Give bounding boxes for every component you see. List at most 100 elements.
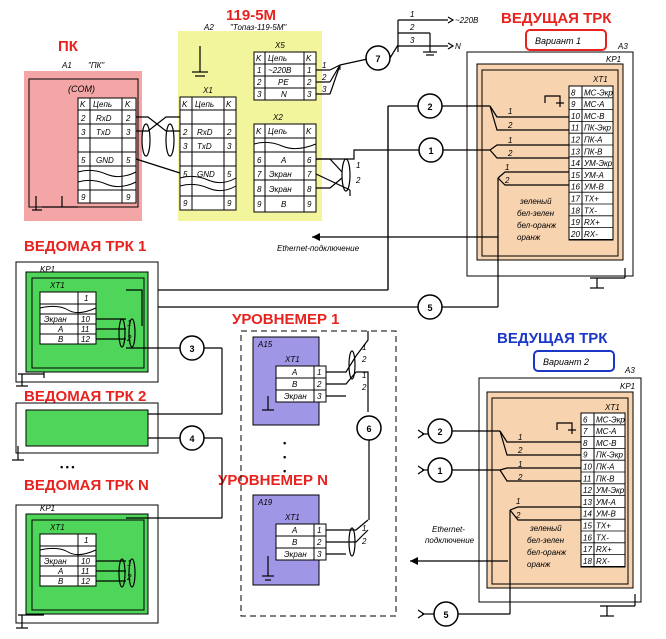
master-1-ground-icon <box>590 268 626 289</box>
master-2-kp: KP1 <box>620 382 635 391</box>
x5-h-k2: K <box>306 54 312 63</box>
x1-3-k: 5 <box>183 170 188 179</box>
slave-1-ground-icon <box>16 372 45 387</box>
x2-2-k2: 7 <box>307 170 312 179</box>
topaz-x5-table: K Цепь K 1 ~220В 1 2 PE 2 3 N 3 <box>253 51 317 101</box>
level-n-table: A 1 B 2 Экран 3 <box>275 523 327 561</box>
variant-badge-1-label: Вариант 1 <box>535 36 581 46</box>
slave-n-block: KP1 XT1 1 Экран 10 A 11 B 12 1 2 <box>15 504 222 629</box>
x1-2-c: TxD <box>197 142 212 151</box>
x1-h-k: K <box>182 100 188 109</box>
x1-2-k: 3 <box>183 142 188 151</box>
x5-2-k: 2 <box>256 78 262 87</box>
ln-r1-n: 2 <box>316 538 322 547</box>
master2-terminal-signal: TX+ <box>596 522 611 531</box>
m2-eth-3: оранж <box>527 560 551 569</box>
ln-r2-n: 3 <box>317 550 322 559</box>
x1-h-k2: K <box>226 100 232 109</box>
master2-terminal-signal: МС-B <box>596 439 617 448</box>
ln-r2-t: Экран <box>284 550 307 559</box>
m2c1-w1: 1 <box>518 460 522 469</box>
x1-1-c: RxD <box>197 128 213 137</box>
cable-7-label: 7 <box>375 54 380 64</box>
level-gauges-group: A15 XT1 A 1 B 2 Экран 3 1 2 1 2 <box>240 330 397 617</box>
x1-3-k2: 5 <box>227 170 232 179</box>
topaz-x1-table: K Цепь K 2 RxD 2 3 TxD 3 5 GND 5 9 9 <box>179 96 237 211</box>
pc-com: (COM) <box>68 84 95 94</box>
cable-4-label: 4 <box>189 434 194 444</box>
x1-1-k: 2 <box>182 128 188 137</box>
master2-terminal-number: 12 <box>583 486 592 495</box>
m1c2-w2: 2 <box>507 121 513 130</box>
pc-name: "ПК" <box>88 61 105 70</box>
master-1-cable-5: 1 2 <box>497 163 569 283</box>
s1-r1-n: 10 <box>81 315 90 324</box>
s1-r2-n: 11 <box>81 325 89 334</box>
pc-row-1-k2: 2 <box>125 114 131 123</box>
x5-3-k: 3 <box>257 90 262 99</box>
level-n-ground-icon <box>262 556 274 581</box>
l1-r1-n: 2 <box>316 380 322 389</box>
ln-r0-n: 1 <box>317 526 321 535</box>
master1-terminal-number: 20 <box>570 230 580 239</box>
s1-r0-n: 1 <box>84 294 88 303</box>
x2-2-c: Экран <box>269 170 292 179</box>
m2-eth-2: бел-оранж <box>527 548 567 557</box>
ethernet-label-2b: подключение <box>425 536 475 545</box>
m1c1-w1: 1 <box>508 136 512 145</box>
cable-5b-label: 5 <box>443 610 448 620</box>
pc-row-1-k: 2 <box>80 114 86 123</box>
master-1-ref: A3 <box>617 42 628 51</box>
master2-terminal-number: 16 <box>583 533 592 542</box>
slave-1-terminal-table: 1 Экран 10 A 11 B 12 <box>39 291 97 345</box>
x2-3-c: Экран <box>269 185 292 194</box>
power-wire-1: 1 <box>410 10 414 19</box>
master2-terminal-number: 14 <box>583 510 592 519</box>
slave-2-block: 4 <box>12 348 223 518</box>
master1-terminal-number: 19 <box>571 218 580 227</box>
m1c1-w2: 2 <box>507 149 513 158</box>
x2-1-k: 6 <box>257 156 262 165</box>
ln-w1: 1 <box>362 524 366 533</box>
master1-terminal-signal: TX- <box>584 206 597 215</box>
master1-terminal-signal: ПК-Экр <box>584 124 612 133</box>
cable-6-label: 6 <box>366 424 371 434</box>
topaz-x5-label: X5 <box>274 41 285 50</box>
pc-connector-table: K Цепь K 2 RxD 2 3 TxD 3 5 GND 5 9 9 <box>77 97 137 204</box>
ethernet-label-1: Ethernet-подключение <box>277 244 360 253</box>
x2c-w1: 1 <box>356 161 360 170</box>
x2-h-k2: K <box>306 127 312 136</box>
topaz-x2-label: X2 <box>272 113 283 122</box>
pc-block: A1 "ПК" (COM) K Цепь K 2 RxD 2 3 TxD 3 5 <box>24 61 142 221</box>
slave-1-block: KP1 XT1 1 Экран 10 A 11 B 12 1 2 3 <box>15 261 222 387</box>
l1-r0-n: 1 <box>317 368 321 377</box>
x5-h-k: K <box>256 54 262 63</box>
level-1-ground-icon <box>262 396 274 411</box>
master1-terminal-signal: TX+ <box>584 195 599 204</box>
pc-row-4-k2: 9 <box>126 193 131 202</box>
cable-5-label: 5 <box>427 303 432 313</box>
master2-terminal-signal: УМ-Экр <box>595 486 625 495</box>
s1-r3-t: B <box>58 335 64 344</box>
slave-1-kp: KP1 <box>40 265 55 274</box>
pc-row-1-c: RxD <box>96 114 112 123</box>
master2-terminal-signal: RX+ <box>596 545 612 554</box>
pc-row-2-k: 3 <box>81 128 86 137</box>
levels-ellipsis-2: • <box>283 452 286 462</box>
master-2-terminal-table <box>580 412 626 568</box>
title-level-1: УРОВНЕМЕР 1 <box>232 311 340 328</box>
l1-w1b: 1 <box>362 371 366 380</box>
sn-w2: 2 <box>126 573 132 582</box>
master-1-kp: KP1 <box>606 55 621 64</box>
ethernet-label-2a: Ethernet- <box>432 525 465 534</box>
s1-w2: 2 <box>126 334 132 343</box>
m1-eth-0: зеленый <box>519 197 552 206</box>
m2c5-w2: 2 <box>515 511 521 520</box>
x5-3-k2: 3 <box>307 90 312 99</box>
master1-terminal-number: 16 <box>571 183 580 192</box>
level-n-block: A19 XT1 A 1 B 2 Экран 3 1 2 <box>252 494 369 586</box>
variant-badge-1: Вариант 1 <box>525 29 607 51</box>
levels-ellipsis-3: • <box>283 466 286 476</box>
pc-row-h-k: K <box>80 100 86 109</box>
